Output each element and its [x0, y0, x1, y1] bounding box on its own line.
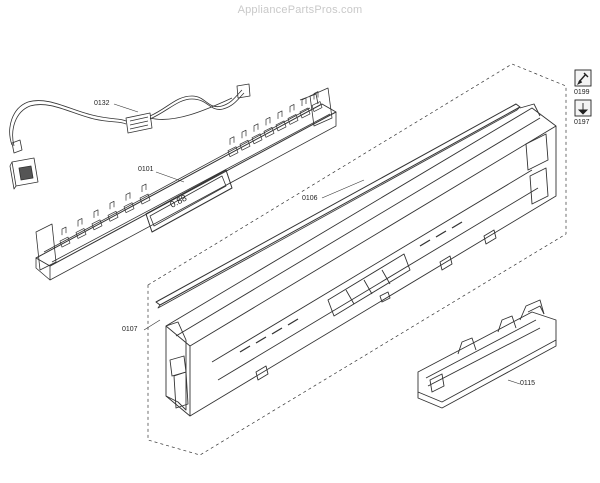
module-button-key — [311, 101, 323, 112]
module-button-key — [275, 120, 287, 132]
connector-block — [9, 157, 39, 190]
lubricant-icon — [574, 99, 592, 117]
module-snap-tab — [313, 91, 319, 100]
module-button-key — [227, 146, 239, 158]
module-snap-tab — [265, 116, 271, 126]
module-snap-tab — [61, 226, 67, 236]
callout-0106: 0106 — [302, 195, 318, 202]
module-button-key — [251, 133, 263, 145]
leader-lines — [113, 103, 521, 385]
module-button-key — [59, 236, 71, 248]
screwdriver-icon — [574, 69, 592, 87]
module-button-key — [239, 139, 251, 151]
handle-bracket — [417, 299, 557, 409]
module-button-key — [75, 228, 87, 239]
callout-0101: 0101 — [138, 166, 154, 173]
module-snap-tab — [125, 192, 131, 201]
callout-0107: 0107 — [122, 326, 138, 333]
module-snap-tab — [77, 218, 83, 227]
callout-0199: 0199 — [574, 89, 590, 96]
callout-0132: 0132 — [94, 100, 110, 107]
callout-0197: 0197 — [574, 119, 590, 126]
callout-0115: 0115 — [520, 380, 536, 387]
module-button-key — [91, 219, 103, 231]
control-module — [35, 87, 337, 281]
module-snap-tab — [301, 97, 307, 106]
control-panel-housing — [165, 103, 557, 417]
module-snap-tab — [93, 209, 99, 218]
module-snap-tab — [289, 104, 295, 113]
module-button-key — [263, 126, 275, 138]
module-snap-tab — [109, 200, 115, 210]
wiring-harness — [9, 83, 251, 154]
module-snap-tab — [253, 123, 259, 132]
watermark: AppliancePartsPros.com — [237, 4, 363, 16]
module-button-key — [299, 107, 311, 119]
module-snap-tab — [229, 136, 235, 145]
module-button-key — [139, 193, 151, 205]
module-button-key — [287, 114, 299, 125]
trim-strip — [155, 103, 521, 309]
module-button-key — [107, 210, 119, 222]
module-snap-tab — [277, 110, 283, 119]
assembly-outline — [147, 63, 567, 456]
module-snap-tab — [141, 183, 147, 193]
module-button-key — [123, 202, 135, 214]
module-snap-tab — [241, 129, 247, 139]
